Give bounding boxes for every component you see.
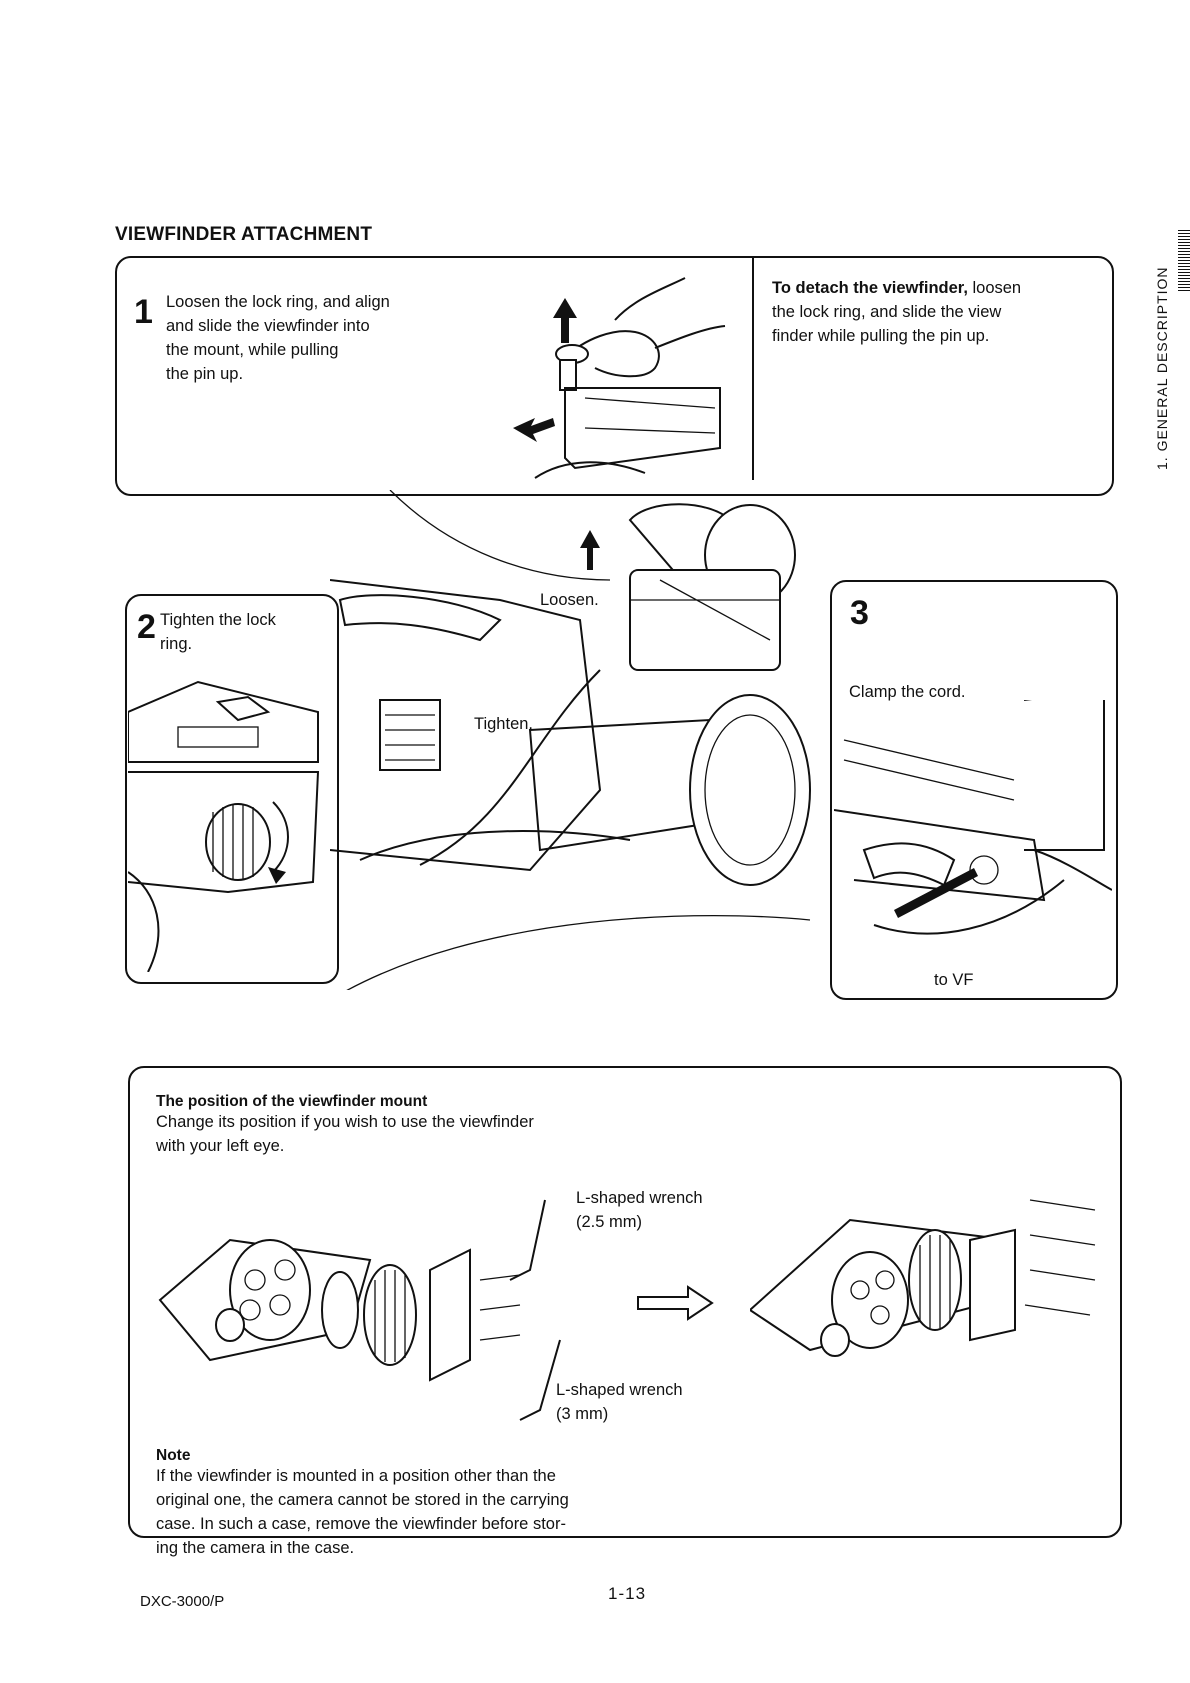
loosen-label: Loosen. (540, 591, 599, 609)
wrench-label-small: L-shaped wrench (2.5 mm) (576, 1189, 703, 1231)
pin-pull-illustration (513, 277, 726, 479)
step1-text: Loosen the lock ring, and align and slid… (166, 293, 390, 383)
side-chapter-label: 1. GENERAL DESCRIPTION (1154, 266, 1170, 470)
section-title: VIEWFINDER ATTACHMENT (115, 224, 373, 245)
step2-number: 2 (137, 608, 156, 646)
step2-panel (125, 594, 339, 984)
note-title: Note (156, 1447, 191, 1464)
insert-arrow-icon (894, 868, 978, 918)
up-arrow-icon (580, 530, 600, 570)
detach-instructions: To detach the viewfinder, loosen the loc… (772, 279, 1022, 345)
left-arrow-icon (513, 418, 555, 442)
up-arrow-icon (553, 298, 577, 343)
rotate-arrow-icon (268, 867, 286, 884)
page-number: 1-13 (608, 1584, 647, 1603)
panel-divider (752, 258, 754, 480)
mount-description: Change its position if you wish to use t… (156, 1113, 534, 1155)
step2-text: Tighten the lock ring. (160, 611, 276, 653)
clamp-cord-label: Clamp the cord. (849, 683, 966, 701)
step1-number: 1 (134, 293, 153, 331)
wrench-label-large: L-shaped wrench (3 mm) (556, 1381, 683, 1423)
mount-title: The position of the viewfinder mount (156, 1093, 428, 1110)
cord-clamp-illustration (834, 700, 1112, 935)
mount-exploded-illustration (158, 1199, 561, 1421)
lock-ring-illustration (128, 680, 320, 972)
step3-number: 3 (850, 594, 869, 632)
note-text: If the viewfinder is mounted in a positi… (156, 1467, 569, 1557)
mount-result-illustration (750, 1199, 1096, 1357)
tighten-label: Tighten. (474, 715, 534, 733)
side-tab-marker (1178, 230, 1190, 292)
step1-panel (115, 256, 1114, 496)
direction-arrow-icon (637, 1285, 714, 1321)
step3-panel (830, 580, 1118, 1000)
to-vf-label: to VF (934, 971, 974, 989)
footer-model: DXC-3000/P (140, 1593, 225, 1610)
mount-position-panel (128, 1066, 1122, 1538)
camera-illustration (330, 490, 811, 990)
